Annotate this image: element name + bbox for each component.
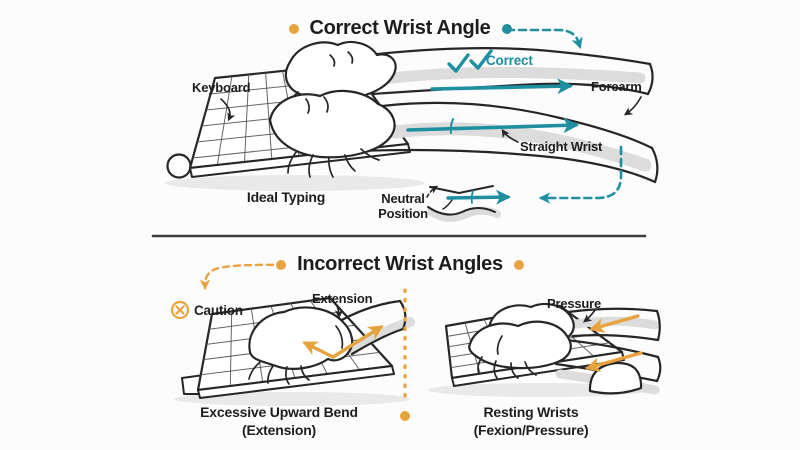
correct-annotations [406, 28, 623, 205]
caution-icon [170, 300, 190, 320]
caution-dashed-connector [199, 263, 286, 291]
keyboard-pointer [220, 98, 236, 122]
straight-wrist-arrow [406, 117, 580, 134]
extension-illustration [174, 296, 415, 406]
label-pointers-top [220, 96, 642, 198]
check-icon [447, 49, 493, 73]
neutral-dashed-connector [538, 145, 623, 204]
straight-wrist-pointer [501, 128, 519, 143]
resting-wrists-illustration [428, 302, 662, 397]
center-dotted-separator [400, 288, 410, 421]
forearm-arrow [430, 78, 574, 95]
neutral-pointer [426, 185, 439, 198]
caution-annotations [170, 263, 286, 320]
title-dashed-connector [505, 28, 583, 50]
forearm-pointer [623, 96, 642, 116]
neutral-arrow [446, 189, 511, 205]
